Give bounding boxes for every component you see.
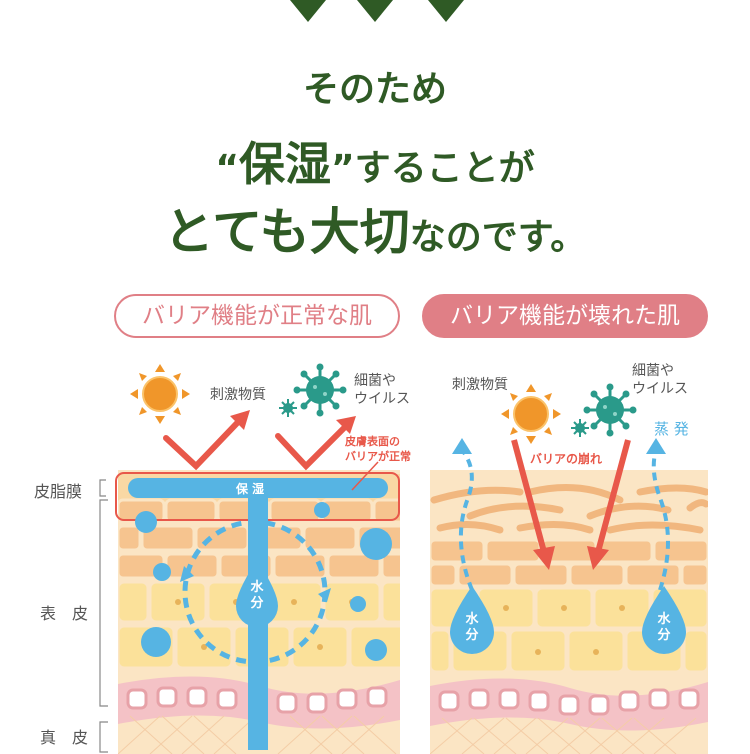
right-germs-label-line-1: 細菌や (632, 363, 674, 379)
evaporation-arrowhead-1 (452, 438, 472, 454)
headline-line-3: とても大切なのです。 (0, 192, 750, 264)
germ-small-icon-right (571, 419, 589, 437)
panel-left-title: バリア機能が正常な肌 (114, 294, 400, 338)
bounce-arrowhead-1 (230, 410, 250, 430)
barrier-normal-note: 皮膚表面のバリアが正常 (345, 434, 411, 464)
left-germs-label: 細菌やウイルス (354, 372, 410, 408)
right-germs-label: 細菌やウイルス (632, 362, 688, 398)
left-germs-label-line-1: 細菌や (354, 373, 396, 389)
right-water-2-char-1: 水 (657, 612, 671, 627)
penetration-arrows (511, 439, 631, 553)
water-bubbles (135, 502, 392, 661)
layer-brackets (99, 479, 108, 753)
left-water-char-1: 水 (250, 580, 264, 595)
sun-icon-right (501, 384, 561, 444)
water-drop-right-1 (450, 586, 494, 654)
headline-line-1: そのため (0, 60, 750, 112)
triangle-marker-3 (428, 0, 464, 22)
label-dermis: 真 皮 (40, 728, 89, 747)
right-water-1-char-1: 水 (465, 612, 479, 627)
panel-right-title: バリア機能が壊れた肌 (422, 294, 708, 338)
penetration-arrowhead-1 (533, 546, 555, 570)
right-water-1-char-2: 分 (465, 628, 479, 643)
label-epidermis: 表 皮 (40, 604, 89, 623)
headline-line-1-text: そのため (302, 69, 447, 110)
top-triangles (290, 0, 464, 22)
quote-close: ” (330, 148, 355, 189)
triangle-marker-1 (290, 0, 326, 22)
headline-keyword-taisetsu: とても大切 (163, 203, 410, 261)
virus-icon-right (583, 383, 637, 437)
penetration-arrowhead-2 (587, 546, 609, 570)
moisture-label: 保 湿 (236, 482, 265, 496)
barrier-note-line-1: 皮膚表面の (345, 435, 400, 448)
bounce-arrowhead-2 (336, 416, 356, 434)
right-water-2-char-2: 分 (657, 628, 671, 643)
right-irritant-label: 刺激物質 (452, 377, 508, 393)
circulation-arrow-2 (318, 588, 331, 602)
headline-line-2: “保湿”することが (0, 128, 750, 194)
germ-small-icon (279, 399, 297, 417)
bounce-arrows (163, 417, 349, 471)
quote-open: “ (215, 148, 239, 189)
label-sebum-membrane: 皮脂膜 (34, 482, 83, 501)
left-irritant-label: 刺激物質 (210, 387, 266, 403)
barrier-broken-label: バリアの崩れ (530, 452, 603, 466)
evaporation-label: 蒸 発 (654, 420, 689, 438)
evaporation-arrows (458, 448, 670, 591)
water-drop-right-2 (642, 586, 686, 654)
headline-line-3-rest: なのです。 (409, 217, 587, 258)
barrier-note-line-2: バリアが正常 (345, 450, 411, 463)
left-water-label: 水分 (249, 580, 265, 612)
triangle-marker-2 (357, 0, 393, 22)
headline-keyword-hoshitsu: 保湿 (238, 137, 331, 191)
left-germs-label-line-2: ウイルス (354, 391, 410, 407)
right-water-label-1: 水分 (464, 612, 480, 644)
sun-icon (130, 364, 190, 424)
water-drop-left (236, 560, 278, 627)
virus-icon (293, 363, 347, 417)
circulation-arrow-1 (180, 566, 194, 582)
left-water-char-2: 分 (250, 596, 264, 611)
right-germs-label-line-2: ウイルス (632, 381, 688, 397)
barrier-note-pointer (351, 461, 379, 491)
evaporation-arrowhead-2 (646, 438, 666, 454)
headline-line-2-rest: することが (354, 148, 535, 189)
right-water-label-2: 水分 (656, 612, 672, 644)
